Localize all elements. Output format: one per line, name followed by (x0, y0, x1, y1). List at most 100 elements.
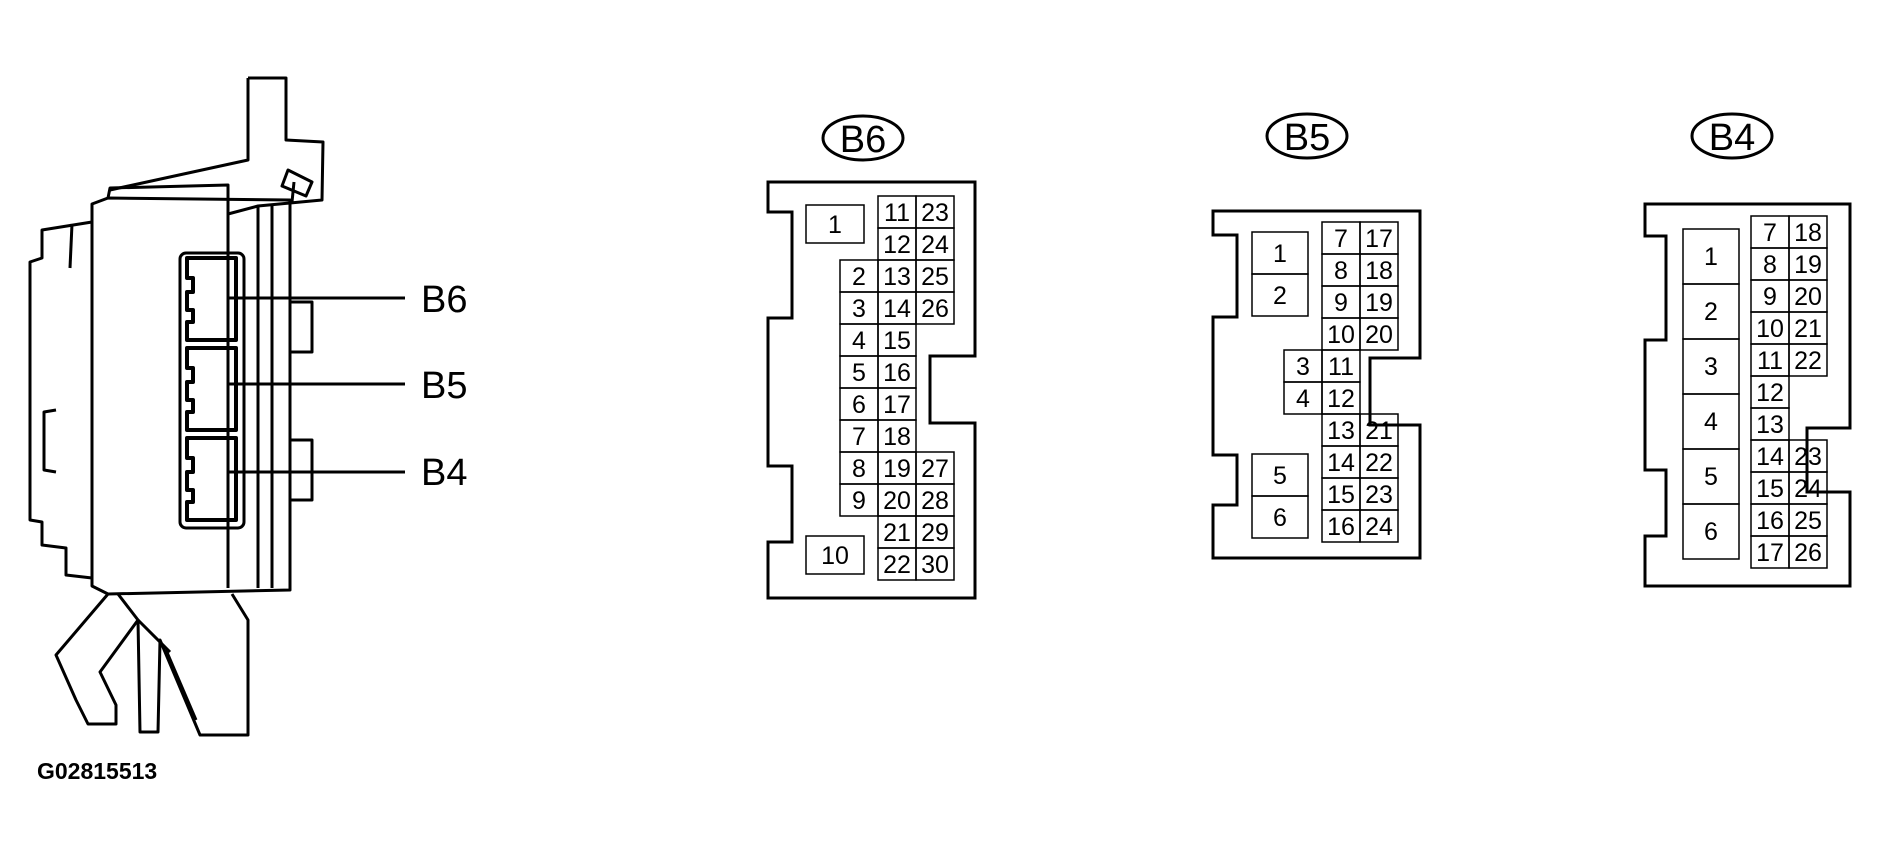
b4-pin: 17 (1756, 539, 1784, 567)
b4-pin: 6 (1704, 518, 1718, 546)
b4-pin: 22 (1794, 347, 1822, 375)
b4-pin: 23 (1794, 443, 1822, 471)
b4-pin: 25 (1794, 507, 1822, 535)
b4-pin: 1 (1704, 243, 1718, 271)
b6-pin: 13 (883, 263, 911, 291)
b4-pin: 10 (1756, 315, 1784, 343)
b5-pin: 24 (1365, 513, 1393, 541)
b4-pin: 4 (1704, 408, 1718, 436)
b4-pin-labels: 1 2 3 4 5 6 7 8 9 10 11 12 13 14 15 16 1… (1704, 219, 1822, 567)
b5-pin: 16 (1327, 513, 1355, 541)
connector-b6: B6 1 10 2 3 4 5 6 7 8 (766, 114, 977, 600)
b4-pin: 3 (1704, 353, 1718, 381)
b4-cavity-grid (1682, 215, 1828, 569)
b6-pin: 29 (921, 519, 949, 547)
b5-cavity-grid (1251, 221, 1399, 543)
badge-b5-ellipse (1265, 112, 1349, 160)
b5-pin: 9 (1334, 289, 1348, 317)
b4-pin: 15 (1756, 475, 1784, 503)
b6-pin: 11 (884, 199, 910, 227)
b4-pin: 9 (1763, 283, 1777, 311)
b5-pin: 4 (1296, 385, 1310, 413)
callout-leaders (228, 296, 405, 474)
b5-pin: 17 (1365, 225, 1393, 253)
b6-pin: 24 (921, 231, 949, 259)
b6-pin: 3 (852, 295, 866, 323)
b6-pin: 9 (852, 487, 866, 515)
b6-pin: 26 (921, 295, 949, 323)
callout-b4: B4 (421, 452, 467, 494)
b5-pin: 13 (1327, 417, 1355, 445)
b5-pin: 1 (1273, 240, 1287, 268)
connector-b4: B4 1 2 3 4 5 6 7 (1643, 112, 1852, 588)
b4-pin: 2 (1704, 298, 1718, 326)
b5-pin: 10 (1327, 321, 1355, 349)
callout-b6: B6 (421, 279, 467, 321)
b4-pin: 8 (1763, 251, 1777, 279)
b6-pin: 5 (852, 359, 866, 387)
b5-pin: 5 (1273, 462, 1287, 490)
b4-pin: 19 (1794, 251, 1822, 279)
b5-pin: 8 (1334, 257, 1348, 285)
b5-pin: 6 (1273, 504, 1287, 532)
b6-pin: 6 (852, 391, 866, 419)
callout-b5: B5 (421, 365, 467, 407)
b4-pin: 20 (1794, 283, 1822, 311)
badge-b5-label: B5 (1284, 117, 1330, 159)
badge-b4-ellipse (1690, 112, 1774, 160)
b5-pin: 18 (1365, 257, 1393, 285)
b5-pin: 3 (1296, 353, 1310, 381)
b6-cavity-grid (805, 195, 955, 581)
b4-pin: 11 (1757, 347, 1783, 375)
badge-b6-ellipse (821, 114, 905, 162)
b6-pin: 8 (852, 455, 866, 483)
b4-pin: 13 (1756, 411, 1784, 439)
b4-pin: 14 (1756, 443, 1784, 471)
b5-pin: 15 (1327, 481, 1355, 509)
b6-pin: 19 (883, 455, 911, 483)
b4-pin: 24 (1794, 475, 1822, 503)
b6-pin: 28 (921, 487, 949, 515)
b4-pin: 5 (1704, 463, 1718, 491)
b6-pin: 20 (883, 487, 911, 515)
b4-pin: 21 (1794, 315, 1822, 343)
b6-pin: 1 (828, 211, 842, 239)
b6-pin: 4 (852, 327, 866, 355)
connector-b5: B5 1 2 3 4 5 6 7 8 9 1 (1211, 112, 1422, 560)
b6-pin: 15 (883, 327, 911, 355)
b5-housing (1211, 209, 1422, 560)
b6-pin: 14 (883, 295, 911, 323)
b4-pin: 16 (1756, 507, 1784, 535)
b4-pin: 12 (1756, 379, 1784, 407)
b5-pin: 2 (1273, 282, 1287, 310)
b6-housing (766, 180, 977, 600)
b6-pin: 18 (883, 423, 911, 451)
b6-pin: 22 (883, 551, 911, 579)
b5-pin-labels: 1 2 3 4 5 6 7 8 9 10 11 12 13 14 15 16 1… (1273, 225, 1393, 541)
b6-pin: 21 (883, 519, 911, 547)
b6-pin: 12 (883, 231, 911, 259)
badge-b4-label: B4 (1709, 117, 1755, 159)
b6-pin: 30 (921, 551, 949, 579)
b6-pin: 25 (921, 263, 949, 291)
b6-pin: 23 (921, 199, 949, 227)
b6-pin: 16 (883, 359, 911, 387)
b5-pin: 12 (1327, 385, 1355, 413)
b5-pin: 19 (1365, 289, 1393, 317)
b5-pin: 7 (1334, 225, 1348, 253)
b6-pin: 2 (852, 263, 866, 291)
b5-pin: 14 (1327, 449, 1355, 477)
b6-pin: 7 (852, 423, 866, 451)
b5-pin: 11 (1328, 353, 1354, 381)
b4-pin: 7 (1763, 219, 1777, 247)
b4-housing (1643, 202, 1852, 588)
b5-pin: 23 (1365, 481, 1393, 509)
b4-pin: 26 (1794, 539, 1822, 567)
b5-pin: 20 (1365, 321, 1393, 349)
b6-pin-labels: 1 10 2 3 4 5 6 7 8 9 11 12 13 14 15 16 1… (821, 199, 949, 579)
b4-pin: 18 (1794, 219, 1822, 247)
badge-b6-label: B6 (840, 119, 886, 161)
junction-block-drawing (28, 76, 325, 737)
